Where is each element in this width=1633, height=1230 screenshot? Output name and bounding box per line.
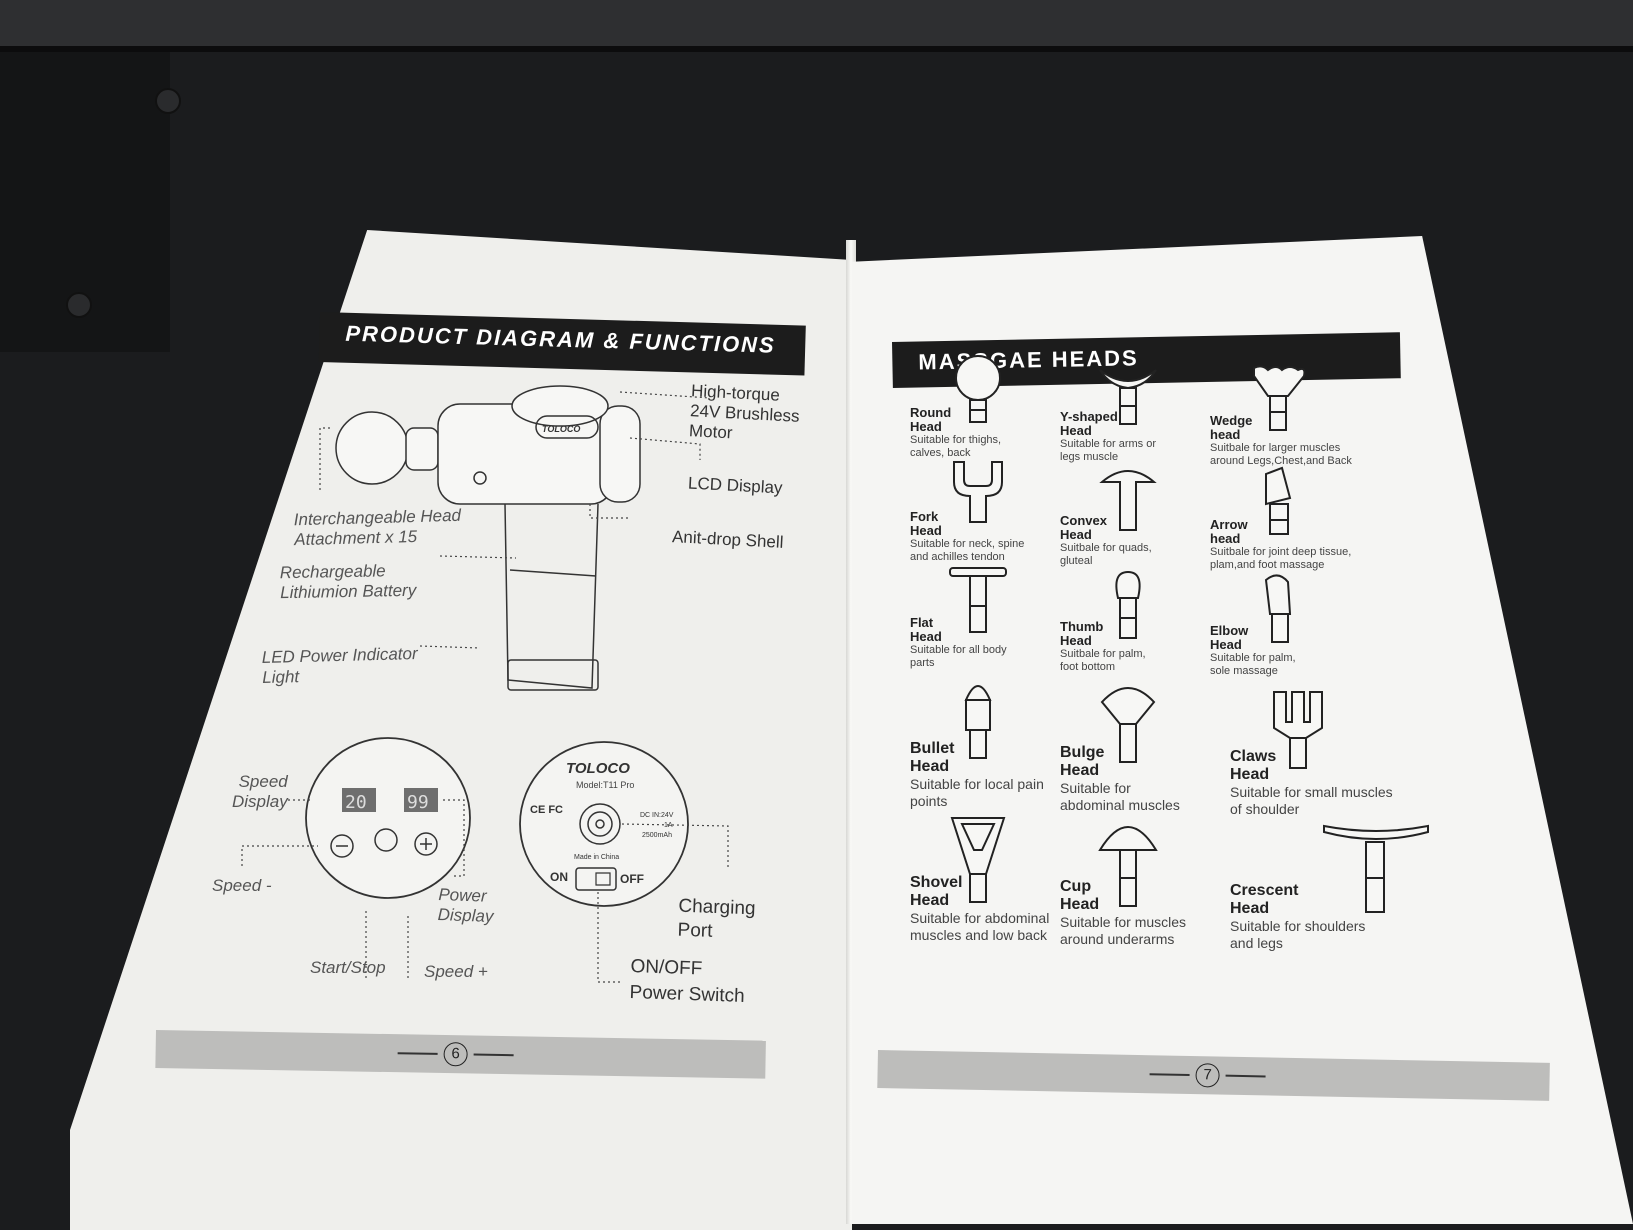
spec-input: DC IN:24V: [640, 812, 674, 819]
massage-head-icon: [948, 356, 1008, 448]
head-description: Suitable for shoulders and legs: [1230, 918, 1366, 951]
control-panel-leader-lines: [230, 790, 490, 980]
head-name: Bullet Head: [910, 740, 955, 775]
head-description: Suitbale for larger muscles around Legs,…: [1210, 442, 1352, 467]
massage-head-icon: [948, 460, 1008, 552]
banner-title: PRODUCT DIAGRAM & FUNCTIONS: [345, 320, 777, 358]
device-brand-label: TOLOCO: [542, 424, 580, 434]
head-description: Suitable for muscles around underarms: [1060, 914, 1187, 947]
callout-interchangeable-head: Interchangeable Head Attachment x 15: [293, 505, 462, 550]
screw-icon: [155, 88, 181, 114]
head-name: Bulge Head: [1060, 744, 1105, 779]
label-speed-plus: Speed +: [424, 962, 488, 981]
page-number-right: 7: [1143, 1062, 1271, 1088]
callout-led-indicator: LED Power Indicator Light: [261, 643, 418, 688]
control-panel-illustration: [300, 736, 480, 906]
head-name: Crescent Head: [1230, 882, 1299, 917]
head-name: Flat Head: [910, 615, 942, 644]
massage-gun-illustration: TOLOCO: [330, 370, 690, 730]
massage-head-icon: [1248, 364, 1308, 456]
base-model: Model:T11 Pro: [576, 780, 635, 790]
head-name: Elbow Head: [1210, 623, 1249, 652]
label-charging-port: Charging Port: [677, 895, 756, 942]
head-name: Y-shaped Head: [1060, 409, 1118, 438]
massage-head-icon: [948, 566, 1008, 658]
massage-head-icon: [1098, 684, 1158, 776]
screw-icon: [66, 292, 92, 318]
massage-head-icon: [948, 814, 1008, 906]
head-name: Fork Head: [910, 509, 942, 538]
callout-motor: High-torque 24V Brushless Motor: [688, 381, 801, 443]
head-name: Shovel Head: [910, 874, 963, 909]
made-in-label: Made in China: [574, 854, 620, 861]
power-readout: 99: [407, 792, 429, 813]
label-start-stop: Start/Stop: [310, 958, 386, 977]
head-name: Wedge head: [1210, 413, 1253, 442]
label-speed-minus: Speed -: [212, 876, 272, 895]
spec-current: 1A: [664, 822, 673, 829]
head-description: Suitable for abdominal muscles: [1060, 780, 1180, 813]
head-name: Thumb Head: [1060, 619, 1104, 648]
speed-readout: 20: [345, 792, 367, 813]
massage-head-icon: [1098, 360, 1158, 452]
massage-head-icon: [1098, 464, 1158, 556]
massage-head-icon: [1268, 688, 1328, 780]
head-name: Arrow head: [1210, 517, 1248, 546]
head-description: Suitable for abdominal muscles and low b…: [910, 910, 1050, 943]
massage-head-icon: [1098, 570, 1158, 662]
switch-off-label: OFF: [620, 872, 644, 886]
certification-marks: CE FC: [530, 804, 563, 816]
massage-head-icon: [1248, 574, 1308, 666]
head-description: Suitable for thighs, calves, back: [910, 434, 1002, 459]
label-power-switch: ON/OFF Power Switch: [629, 956, 746, 1007]
massage-head-icon: [1322, 822, 1432, 914]
head-description: Suitable for all body parts: [910, 644, 1007, 669]
booklet-spine: [846, 240, 856, 1224]
head-name: Cup Head: [1060, 878, 1100, 913]
massage-head-icon: [1098, 818, 1158, 910]
head-description: Suitable for small muscles of shoulder: [1230, 784, 1393, 817]
desk-shelf: [0, 0, 1633, 46]
massage-head-icon: [1248, 468, 1308, 560]
label-speed-display: Speed Display: [232, 772, 288, 811]
base-panel-illustration: [516, 740, 776, 1030]
head-name: Convex Head: [1060, 513, 1107, 542]
spec-capacity: 2500mAh: [642, 832, 672, 839]
shelf-edge: [0, 46, 1633, 52]
page-number-left: 6: [391, 1041, 519, 1067]
head-description: Suitable for neck, spine and achilles te…: [910, 538, 1025, 563]
switch-on-label: ON: [550, 870, 568, 884]
massage-head-icon: [948, 680, 1008, 772]
head-name: Claws Head: [1230, 748, 1277, 783]
head-name: Round Head: [910, 405, 952, 434]
base-brand: TOLOCO: [566, 760, 630, 777]
head-description: Suitbale for palm, foot bottom: [1060, 648, 1146, 673]
head-description: Suitbale for joint deep tissue, plam,and…: [1210, 546, 1352, 571]
callout-battery: Rechargeable Lithiumion Battery: [279, 561, 417, 603]
head-description: Suitbale for quads, gluteal: [1060, 542, 1152, 567]
head-description: Suitable for arms or legs muscle: [1060, 438, 1156, 463]
head-description: Suitable for palm, sole massage: [1210, 652, 1296, 677]
head-description: Suitable for local pain points: [910, 776, 1044, 809]
